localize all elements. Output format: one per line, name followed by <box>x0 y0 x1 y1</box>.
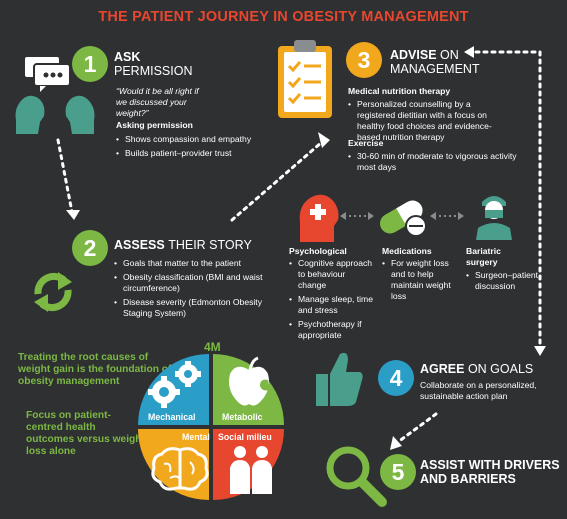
step-3-bullet: 30-60 min of moderate to vigorous activi… <box>348 151 518 173</box>
step-2-heading: ASSESS THEIR STORY <box>114 238 274 252</box>
step-1-bullet: Builds patient–provider trust <box>116 148 266 159</box>
step-1-heading: ASK PERMISSION <box>114 50 193 78</box>
connector-1-to-2 <box>56 138 74 214</box>
step-5-heading: ASSIST WITH DRIVERS AND BARRIERS <box>420 458 560 486</box>
connector-2-to-3 <box>230 140 324 222</box>
quadrant-label-mental: Mental <box>182 432 210 442</box>
option-medications-bullets: For weight loss and to help maintain wei… <box>382 258 458 305</box>
option-bullet: Manage sleep, time and stress <box>289 294 375 316</box>
step-1-heading-bold: ASK <box>114 50 141 64</box>
step-1-quote: “Would it be all right if we discussed y… <box>116 86 199 118</box>
quadrant-mental <box>138 429 209 500</box>
option-bullet: Psychotherapy if appropriate <box>289 319 375 341</box>
four-m-label: 4M <box>204 340 221 354</box>
step-3-heading-bold: ADVISE <box>390 48 437 62</box>
step-3-number: 3 <box>346 42 382 78</box>
step-3-sub-exercise: Exercise <box>348 138 384 148</box>
option-bullet: Surgeon–patient discussion <box>466 270 544 292</box>
quadrant-label-metabolic: Metabolic <box>222 412 263 422</box>
step-2-bullet: Goals that matter to the patient <box>114 258 274 269</box>
step-2-bullets: Goals that matter to the patient Obesity… <box>114 258 274 322</box>
step-4-number: 4 <box>378 360 414 396</box>
step-1-bullets: Shows compassion and empathy Builds pati… <box>116 134 266 162</box>
step-4-heading-bold: AGREE <box>420 362 465 376</box>
two-heads-icon <box>15 95 95 134</box>
gears-icon <box>148 361 201 408</box>
step-4-heading-light: ON GOALS <box>467 362 534 376</box>
step-1-bullet: Shows compassion and empathy <box>116 134 266 145</box>
step-4-heading: AGREE ON GOALS <box>420 362 533 376</box>
step-5-heading-bold: ASSIST <box>420 458 466 472</box>
step-1-heading-light: PERMISSION <box>114 64 193 78</box>
step-3-bullet: Personalized counselling by a registered… <box>348 99 508 143</box>
step-4-text: Collaborate on a personalized, sustainab… <box>420 380 537 401</box>
magnifier-icon <box>326 446 387 507</box>
step-3-sub-nutrition: Medical nutrition therapy <box>348 86 451 96</box>
option-psychological-title: Psychological <box>289 246 347 256</box>
quadrant-label-social: Social milieu <box>218 432 272 442</box>
side-note-root-causes: Treating the root causes of weight gain … <box>18 352 172 387</box>
step-2-number: 2 <box>72 230 108 266</box>
step-5-heading-light: WITH DRIVERS AND BARRIERS <box>420 458 560 486</box>
connector-4-to-5 <box>396 412 438 444</box>
side-note-outcomes: Focus on patient-centred health outcomes… <box>26 410 145 457</box>
option-bariatric-bullets: Surgeon–patient discussion <box>466 270 544 295</box>
people-icon <box>230 446 272 494</box>
option-psychological-bullets: Cognitive approach to behaviour change M… <box>289 258 375 344</box>
step-3-bullets-nutrition: Personalized counselling by a registered… <box>348 99 508 146</box>
step-3-heading: ADVISE ON MANAGEMENT <box>390 48 520 76</box>
apple-icon <box>229 356 270 406</box>
step-2-bullet: Obesity classification (BMI and waist ci… <box>114 272 274 294</box>
connector-3-to-4 <box>474 50 542 350</box>
first-aid-head-icon <box>299 194 339 242</box>
step-1-number: 1 <box>72 46 108 82</box>
step-2-bullet: Disease severity (Edmonton Obesity Stagi… <box>114 297 274 319</box>
option-bullet: For weight loss and to help maintain wei… <box>382 258 458 302</box>
option-bariatric-title: Bariatric surgery <box>466 246 501 267</box>
brain-icon <box>151 447 209 491</box>
refresh-arrows-icon <box>34 272 72 312</box>
page-title: THE PATIENT JOURNEY IN OBESITY MANAGEMEN… <box>98 9 469 25</box>
clipboard-checklist-icon <box>278 40 332 118</box>
step-2-heading-light: THEIR STORY <box>168 238 252 252</box>
quadrant-label-mechanical: Mechanical <box>148 412 196 422</box>
surgeon-icon <box>476 196 512 240</box>
pill-icon <box>380 200 427 237</box>
step-2-heading-bold: ASSESS <box>114 238 165 252</box>
option-bullet: Cognitive approach to behaviour change <box>289 258 375 291</box>
step-3-heading-light: ON MANAGEMENT <box>390 48 480 76</box>
step-3-bullets-exercise: 30-60 min of moderate to vigorous activi… <box>348 151 518 176</box>
step-1-subheading: Asking permission <box>116 120 193 130</box>
option-medications-title: Medications <box>382 246 432 256</box>
speech-bubbles-icon <box>23 55 71 92</box>
step-5-number: 5 <box>380 454 416 490</box>
thumbs-up-icon <box>316 352 363 406</box>
